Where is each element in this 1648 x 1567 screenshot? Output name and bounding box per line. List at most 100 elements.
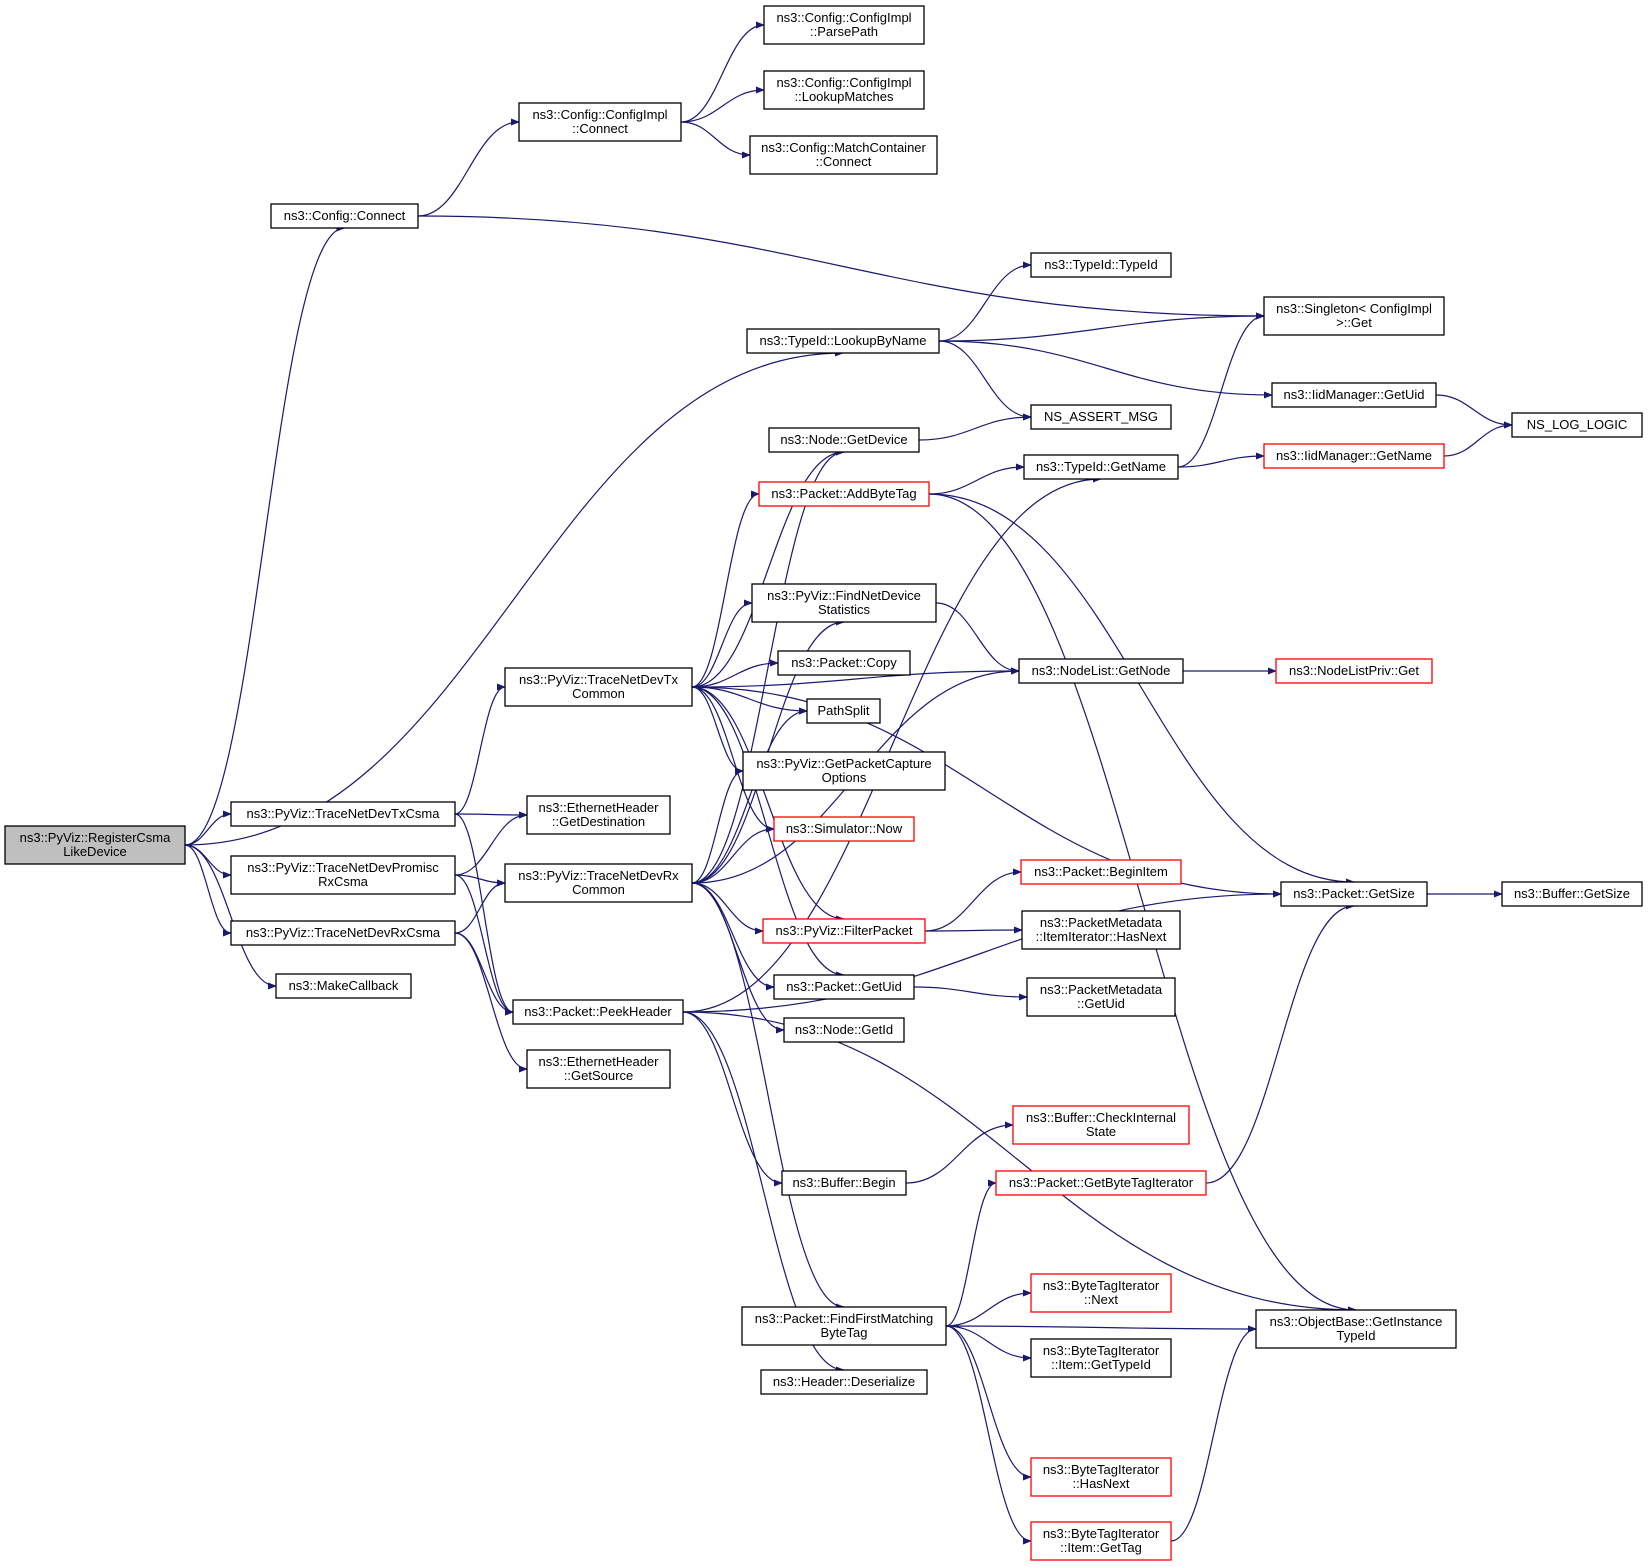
node-parsepath[interactable]: ns3::Config::ConfigImpl::ParsePath [763,5,925,45]
edge-rxcsma-to-rxcommon [454,879,506,934]
node-btigettag[interactable]: ns3::ByteTagIterator::Item::GetTag [1030,1521,1172,1561]
node-iidgetname[interactable]: ns3::IidManager::GetName [1263,443,1445,469]
node-btinext[interactable]: ns3::ByteTagIterator::Next [1030,1273,1172,1313]
node-typeidgetname[interactable]: ns3::TypeId::GetName [1023,454,1179,480]
node-label: ns3::PyViz::FindNetDevice [767,588,921,603]
node-cfgimplconnect[interactable]: ns3::Config::ConfigImpl::Connect [518,102,682,142]
node-label: ns3::PyViz::TraceNetDevRxCsma [246,925,441,940]
node-nsassert[interactable]: NS_ASSERT_MSG [1030,404,1172,430]
node-label: ns3::PyViz::FilterPacket [775,923,912,938]
node-btihasnext[interactable]: ns3::ByteTagIterator::HasNext [1030,1457,1172,1497]
edge-txcommon-to-pathsplit [691,686,808,715]
node-packetcopy[interactable]: ns3::Packet::Copy [777,650,911,676]
edge-filterpacket-to-beginitem [924,868,1022,932]
node-cfgconnect[interactable]: ns3::Config::Connect [270,203,419,229]
node-simnow[interactable]: ns3::Simulator::Now [773,816,915,842]
node-label: ::GetSource [564,1068,633,1083]
node-addbytetag[interactable]: ns3::Packet::AddByteTag [758,481,930,507]
edge-rxcommon-to-getpktcap [691,767,744,884]
node-label: ns3::MakeCallback [289,978,399,993]
node-lookupbyname[interactable]: ns3::TypeId::LookupByName [746,328,940,354]
edge-cfgconnect-to-singleton [417,215,1265,320]
node-peekheader[interactable]: ns3::Packet::PeekHeader [512,999,684,1025]
edge-cfgconnect-to-cfgimplconnect [417,118,520,217]
edge-findfirst-to-getbytetagit [945,1179,997,1327]
node-box [763,70,925,110]
node-box [270,203,419,229]
node-label: ns3::Config::ConfigImpl [532,107,667,122]
node-label: ::Item::GetTag [1060,1540,1142,1555]
node-nodegetid[interactable]: ns3::Node::GetId [783,1017,905,1043]
node-iidgetuid[interactable]: ns3::IidManager::GetUid [1271,382,1437,408]
node-box [1030,404,1172,430]
node-nodelistgetnode[interactable]: ns3::NodeList::GetNode [1018,658,1184,684]
node-box [230,801,456,827]
node-ethgetsrc[interactable]: ns3::EthernetHeader::GetSource [526,1049,671,1089]
node-pathsplit[interactable]: PathSplit [806,698,881,724]
node-pmgetuid[interactable]: ns3::PacketMetadata::GetUid [1026,977,1176,1017]
node-bufbegin[interactable]: ns3::Buffer::Begin [781,1170,907,1196]
node-box [1020,859,1182,885]
node-typeidtypeid[interactable]: ns3::TypeId::TypeId [1030,252,1172,278]
node-box [746,328,940,354]
node-getbytetagit[interactable]: ns3::Packet::GetByteTagIterator [995,1170,1207,1196]
node-bufgetsize[interactable]: ns3::Buffer::GetSize [1501,881,1643,907]
node-pktgetuid[interactable]: ns3::Packet::GetUid [773,974,915,1000]
node-label: ns3::TypeId::LookupByName [760,333,927,348]
node-label: NS_ASSERT_MSG [1044,409,1158,424]
node-label: ns3::PyViz::GetPacketCapture [756,756,931,771]
node-rxcsma[interactable]: ns3::PyViz::TraceNetDevRxCsma [230,920,456,946]
edge-peekheader-to-deserialize [682,1011,845,1374]
node-box [783,1017,905,1043]
node-hasnext[interactable]: ns3::PacketMetadata::ItemIterator::HasNe… [1021,910,1181,950]
node-txcsma[interactable]: ns3::PyViz::TraceNetDevTxCsma [230,801,456,827]
node-nslog[interactable]: NS_LOG_LOGIC [1511,412,1643,438]
node-label: ::GetUid [1077,996,1125,1011]
node-box [1030,1338,1172,1378]
node-label: Statistics [818,602,871,617]
node-gettypeid[interactable]: ns3::ByteTagIterator::Item::GetTypeId [1030,1338,1172,1378]
node-matchcontainer[interactable]: ns3::Config::MatchContainer::Connect [749,135,938,175]
edge-rxcommon-to-pathsplit [691,707,808,884]
edge-cfgimplconnect-to-matchcontainer [680,121,751,159]
edge-typeidgetname-to-singleton [1177,312,1265,468]
edge-txcommon-to-nodelistgetnode [691,667,1020,688]
node-singleton[interactable]: ns3::Singleton< ConfigImpl>::Get [1263,296,1445,336]
node-box [1030,252,1172,278]
node-label: ns3::TypeId::GetName [1036,459,1166,474]
node-box [512,999,684,1025]
node-label: ::Connect [816,154,872,169]
edge-peekheader-to-getinstance [682,1011,1357,1314]
edge-rxcommon-to-nodegetdevice [691,448,845,884]
node-pktgetsize[interactable]: ns3::Packet::GetSize [1280,881,1428,907]
edge-root-to-cfgconnect [184,224,346,846]
node-label: ns3::Node::GetId [795,1022,893,1037]
node-nodegetdevice[interactable]: ns3::Node::GetDevice [768,427,920,453]
node-ethgetdest[interactable]: ns3::EthernetHeader::GetDestination [526,795,671,835]
node-box [1018,658,1184,684]
node-label: ns3::Packet::FindFirstMatching [755,1311,933,1326]
node-label: ns3::Packet::GetByteTagIterator [1009,1175,1194,1190]
node-lookupmatches[interactable]: ns3::Config::ConfigImpl::LookupMatches [763,70,925,110]
node-box [762,918,926,944]
node-deserialize[interactable]: ns3::Header::Deserialize [760,1369,928,1395]
node-beginitem[interactable]: ns3::Packet::BeginItem [1020,859,1182,885]
node-nodelistpriv[interactable]: ns3::NodeListPriv::Get [1275,658,1433,684]
node-box [230,920,456,946]
node-makecallback[interactable]: ns3::MakeCallback [275,973,412,999]
edge-findfirst-to-gettypeid [945,1325,1032,1362]
edge-txcommon-to-simnow [691,686,775,833]
node-label: ::ItemIterator::HasNext [1036,929,1167,944]
edge-cfgimplconnect-to-lookupmatches [680,86,765,123]
node-filterpacket[interactable]: ns3::PyViz::FilterPacket [762,918,926,944]
